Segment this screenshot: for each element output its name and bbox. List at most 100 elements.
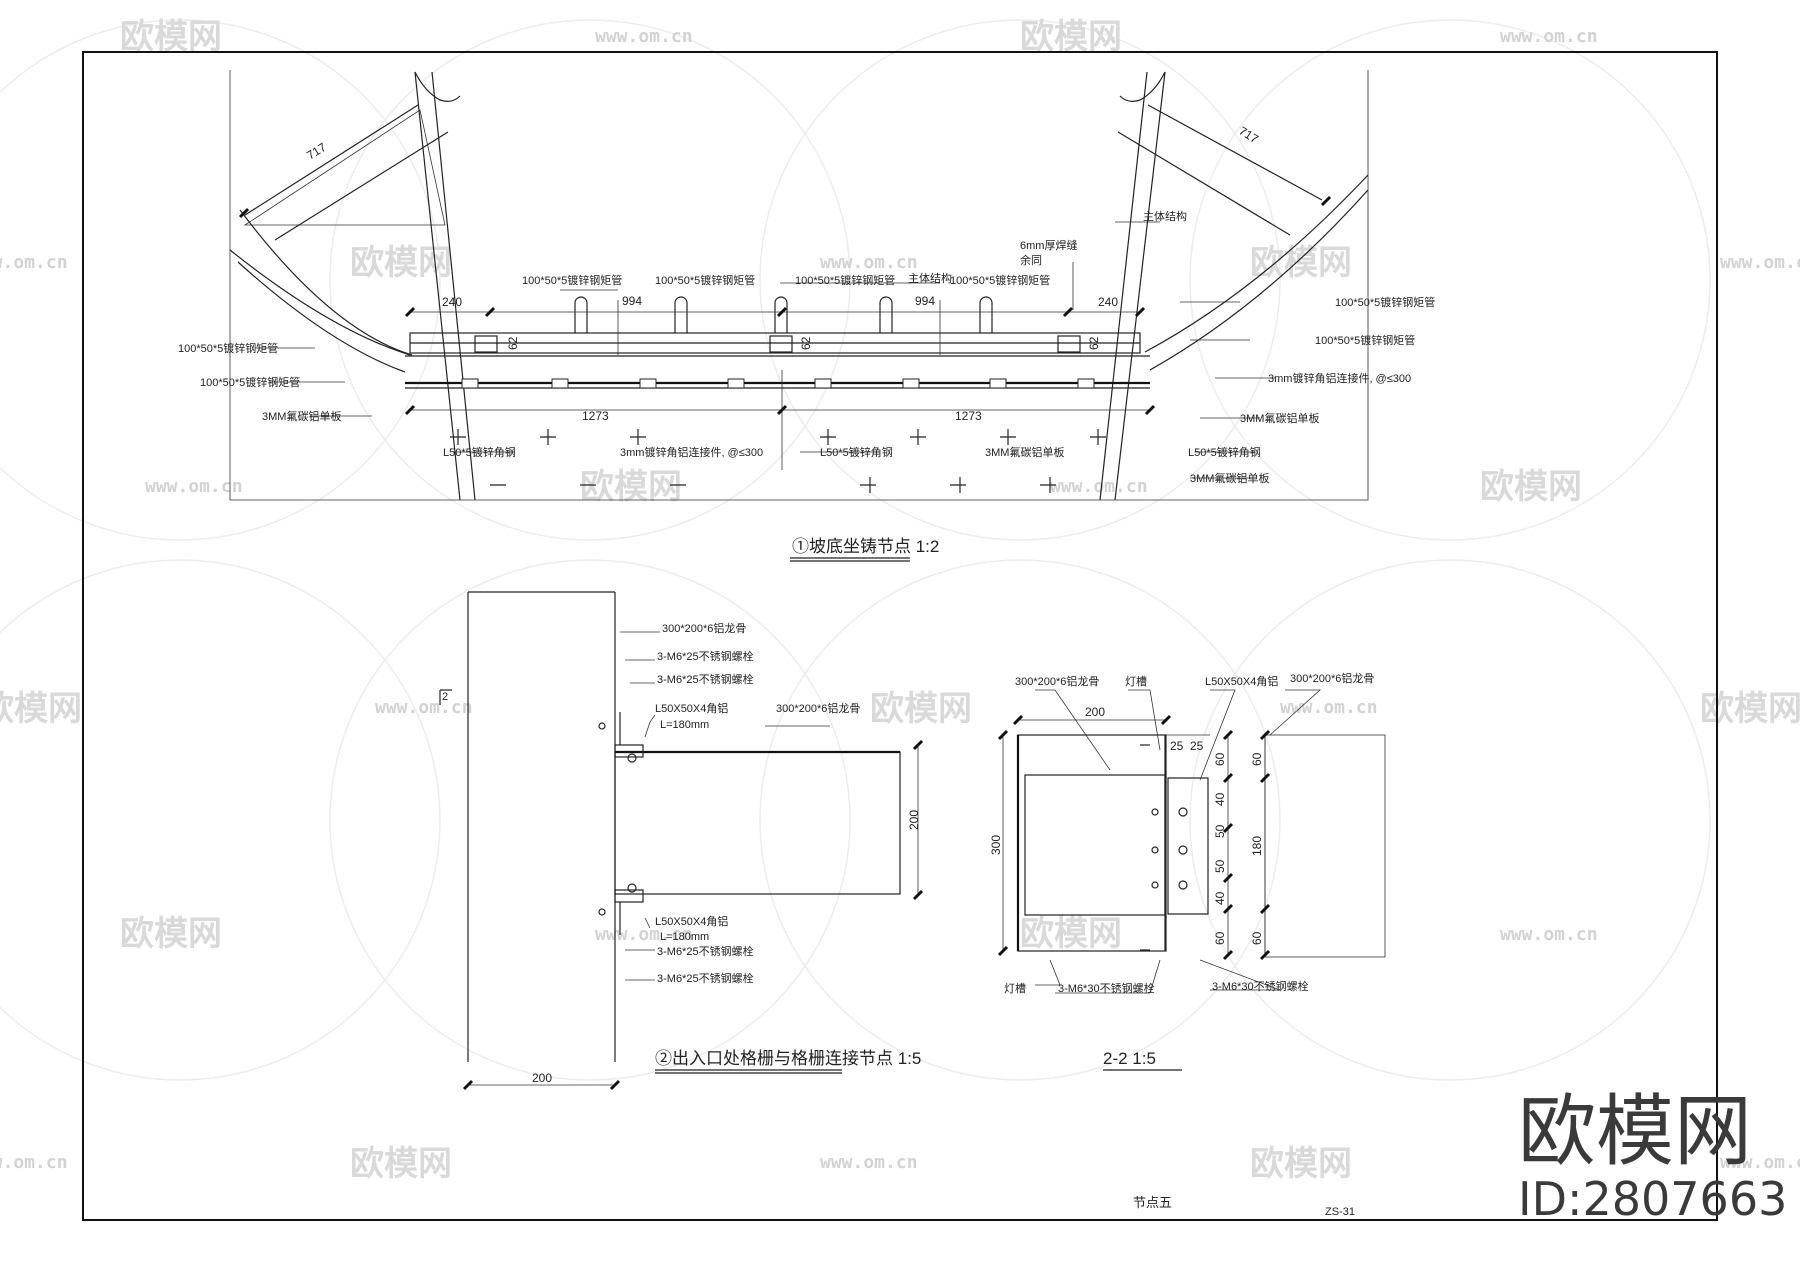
label-bolt-right: 3-M6*30不锈钢螺栓 (1212, 979, 1309, 993)
watermark-url: www.om.cn (820, 1152, 918, 1173)
dim-200: 200 (1085, 705, 1105, 719)
label-bracket-mid: 3mm镀锌角铝连接件, @≤300 (620, 445, 763, 459)
watermark-url: www.om.cn (595, 26, 693, 47)
watermark-brand: 欧模网 (1250, 1145, 1352, 1183)
sheet-border (82, 51, 1718, 1221)
label-keel-left: 300*200*6铝龙骨 (1015, 674, 1099, 688)
label-keel-top: 300*200*6铝龙骨 (662, 621, 746, 635)
watermark-brand: 欧模网 (1480, 468, 1582, 506)
watermark-url: www.om.cn (145, 476, 243, 497)
watermark-url: www.om.cn (595, 924, 693, 945)
watermark-url: www.om.cn (1500, 924, 1598, 945)
label-angle-top: L50X50X4角铝 (655, 701, 728, 715)
watermark-brand: 欧模网 (1250, 244, 1352, 282)
watermark-brand: 欧模网 (0, 690, 82, 728)
bottom-clips (461, 378, 1095, 389)
label-len-top: L=180mm (660, 719, 709, 731)
label-keel-right: 300*200*6铝龙骨 (1290, 671, 1374, 685)
watermark-url: www.om.cn (0, 1152, 68, 1173)
label-plate-right-2: 3MM氟碳铝单板 (1190, 471, 1269, 485)
dim-300: 300 (989, 835, 1003, 855)
sheet-number: ZS-31 (1325, 1206, 1355, 1218)
label-angle: L50X50X4角铝 (1205, 674, 1278, 688)
dim-240-right: 240 (1098, 295, 1118, 309)
watermark-url: www.om.cn (820, 252, 918, 273)
dim-62-c: 62 (1087, 336, 1101, 350)
dim-200-v: 200 (907, 810, 921, 830)
dim-40-b: 40 (1213, 891, 1227, 905)
detail-1-title: ①坡底坐铸节点 1:2 (792, 537, 939, 556)
label-angle-bot: L50X50X4角铝 (655, 914, 728, 928)
label-light-bot: 灯槽 (1004, 982, 1026, 995)
label-tube-left-2: 100*50*5镀锌钢矩管 (200, 375, 300, 389)
detail-2-title: ②出入口处格栅与格栅连接节点 1:5 (655, 1049, 921, 1068)
label-tube-b: 100*50*5镀锌钢矩管 (655, 273, 755, 287)
label-len-bot: L=180mm (660, 931, 709, 943)
dim-1273-right: 1273 (955, 409, 982, 423)
watermark-brand: 欧模网 (1020, 915, 1122, 953)
watermark-url: www.om.cn (375, 697, 473, 718)
detail-1-frame (229, 70, 1369, 501)
label-main-struct: 主体结构 (908, 271, 952, 285)
anchor-crosses (450, 429, 1106, 493)
watermark-url: www.om.cn (1500, 26, 1598, 47)
watermark-url: www.om.cn (1720, 252, 1800, 273)
watermark-url: www.om.cn (1720, 1152, 1800, 1173)
label-tube-left-1: 100*50*5镀锌钢矩管 (178, 341, 278, 355)
label-main-struct-right: 主体结构 (1143, 209, 1187, 223)
dim-62-b: 62 (799, 336, 813, 350)
section-mark: 2 (442, 691, 448, 703)
section-2-2: 200 25 25 300 60 40 50 50 40 60 60 180 6… (989, 671, 1386, 1071)
watermarks: 欧模网 www.om.cn 欧模网 www.om.cn www.om.cn 欧模… (0, 18, 1800, 1183)
watermark-url: www.om.cn (0, 252, 68, 273)
detail-2: 200 2 200 300*200*6铝龙骨 3-M6*25不锈钢螺栓 3-M6… (439, 591, 924, 1091)
label-plate-left: 3MM氟碳铝单板 (262, 409, 341, 423)
label-bolt-left: 3-M6*30不锈钢螺栓 (1058, 981, 1155, 995)
label-keel-mid: 300*200*6铝龙骨 (776, 701, 860, 715)
dim-60-c: 60 (1250, 752, 1264, 766)
watermark-brand: 欧模网 (1700, 690, 1800, 728)
label-plate-right-1: 3MM氟碳铝单板 (1240, 411, 1319, 425)
label-bolt-2: 3-M6*25不锈钢螺栓 (657, 672, 754, 686)
model-id: ID:2807663 (1518, 1172, 1787, 1226)
brand-logo: 欧模网 (1518, 1087, 1752, 1177)
label-angle-mid: L50*5镀锌角钢 (820, 445, 893, 459)
label-tube-right-2: 100*50*5镀锌钢矩管 (1315, 333, 1415, 347)
label-bracket-right: 3mm镀锌角铝连接件, @≤300 (1268, 371, 1411, 385)
watermark-url: www.om.cn (1280, 697, 1378, 718)
dim-40-a: 40 (1213, 792, 1227, 806)
section-2-2-title: 2-2 1:5 (1103, 1049, 1156, 1068)
watermark-brand: 欧模网 (120, 915, 222, 953)
sheet-title: 节点五 (1133, 1195, 1172, 1210)
label-bolt-4: 3-M6*25不锈钢螺栓 (657, 971, 754, 985)
dim-1273-left: 1273 (582, 409, 609, 423)
label-plate-mid: 3MM氟碳铝单板 (985, 445, 1064, 459)
dim-62-a: 62 (506, 336, 520, 350)
watermark-url: www.om.cn (1050, 476, 1148, 497)
dim-717-left: 717 (304, 140, 329, 163)
dim-994-left: 994 (622, 294, 642, 308)
dim-60-d: 60 (1250, 931, 1264, 945)
dim-994-right: 994 (915, 294, 935, 308)
dim-60-b: 60 (1213, 931, 1227, 945)
label-angle-left: L50*5镀锌角钢 (443, 445, 516, 459)
dim-50-a: 50 (1213, 824, 1227, 838)
detail-1: 240 240 994 994 1273 1273 62 62 62 717 7… (178, 70, 1435, 562)
dim-50-b: 50 (1213, 859, 1227, 873)
dim-240-left: 240 (442, 295, 462, 309)
dim-60-a: 60 (1213, 752, 1227, 766)
label-tube-a: 100*50*5镀锌钢矩管 (522, 273, 622, 287)
dim-25-a: 25 (1170, 739, 1184, 753)
label-tube-d: 100*50*5镀锌钢矩管 (950, 273, 1050, 287)
label-weld-2: 余同 (1020, 253, 1042, 267)
label-bolt-3: 3-M6*25不锈钢螺栓 (657, 944, 754, 958)
label-weld: 6mm厚焊缝 (1020, 238, 1077, 252)
u-hooks (574, 296, 993, 333)
watermark-arcs (0, 19, 1711, 1081)
dim-25-b: 25 (1190, 739, 1204, 753)
label-tube-right-1: 100*50*5镀锌钢矩管 (1335, 295, 1435, 309)
label-angle-right: L50*5镀锌角钢 (1188, 445, 1261, 459)
watermark-brand: 欧模网 (870, 690, 972, 728)
